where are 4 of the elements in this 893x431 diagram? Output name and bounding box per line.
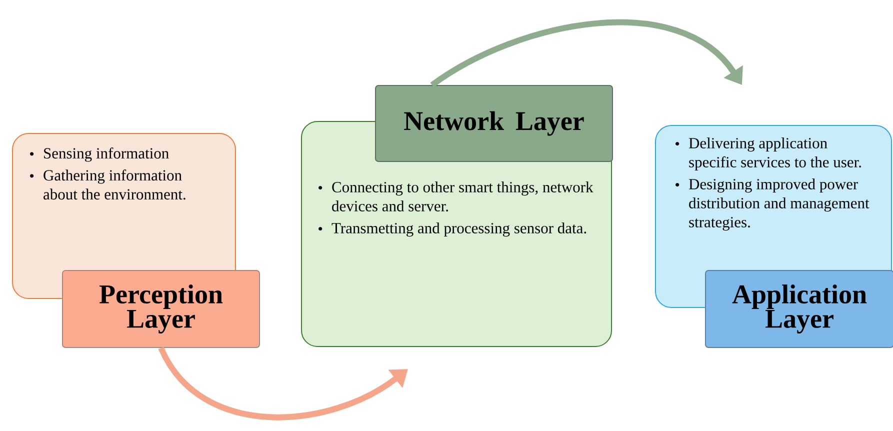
- layer-title-box: Network Layer: [375, 85, 613, 162]
- layer-title-box: Perception Layer: [62, 270, 260, 348]
- curved-arrow: [430, 19, 743, 88]
- layer-title-box: Application Layer: [705, 270, 893, 348]
